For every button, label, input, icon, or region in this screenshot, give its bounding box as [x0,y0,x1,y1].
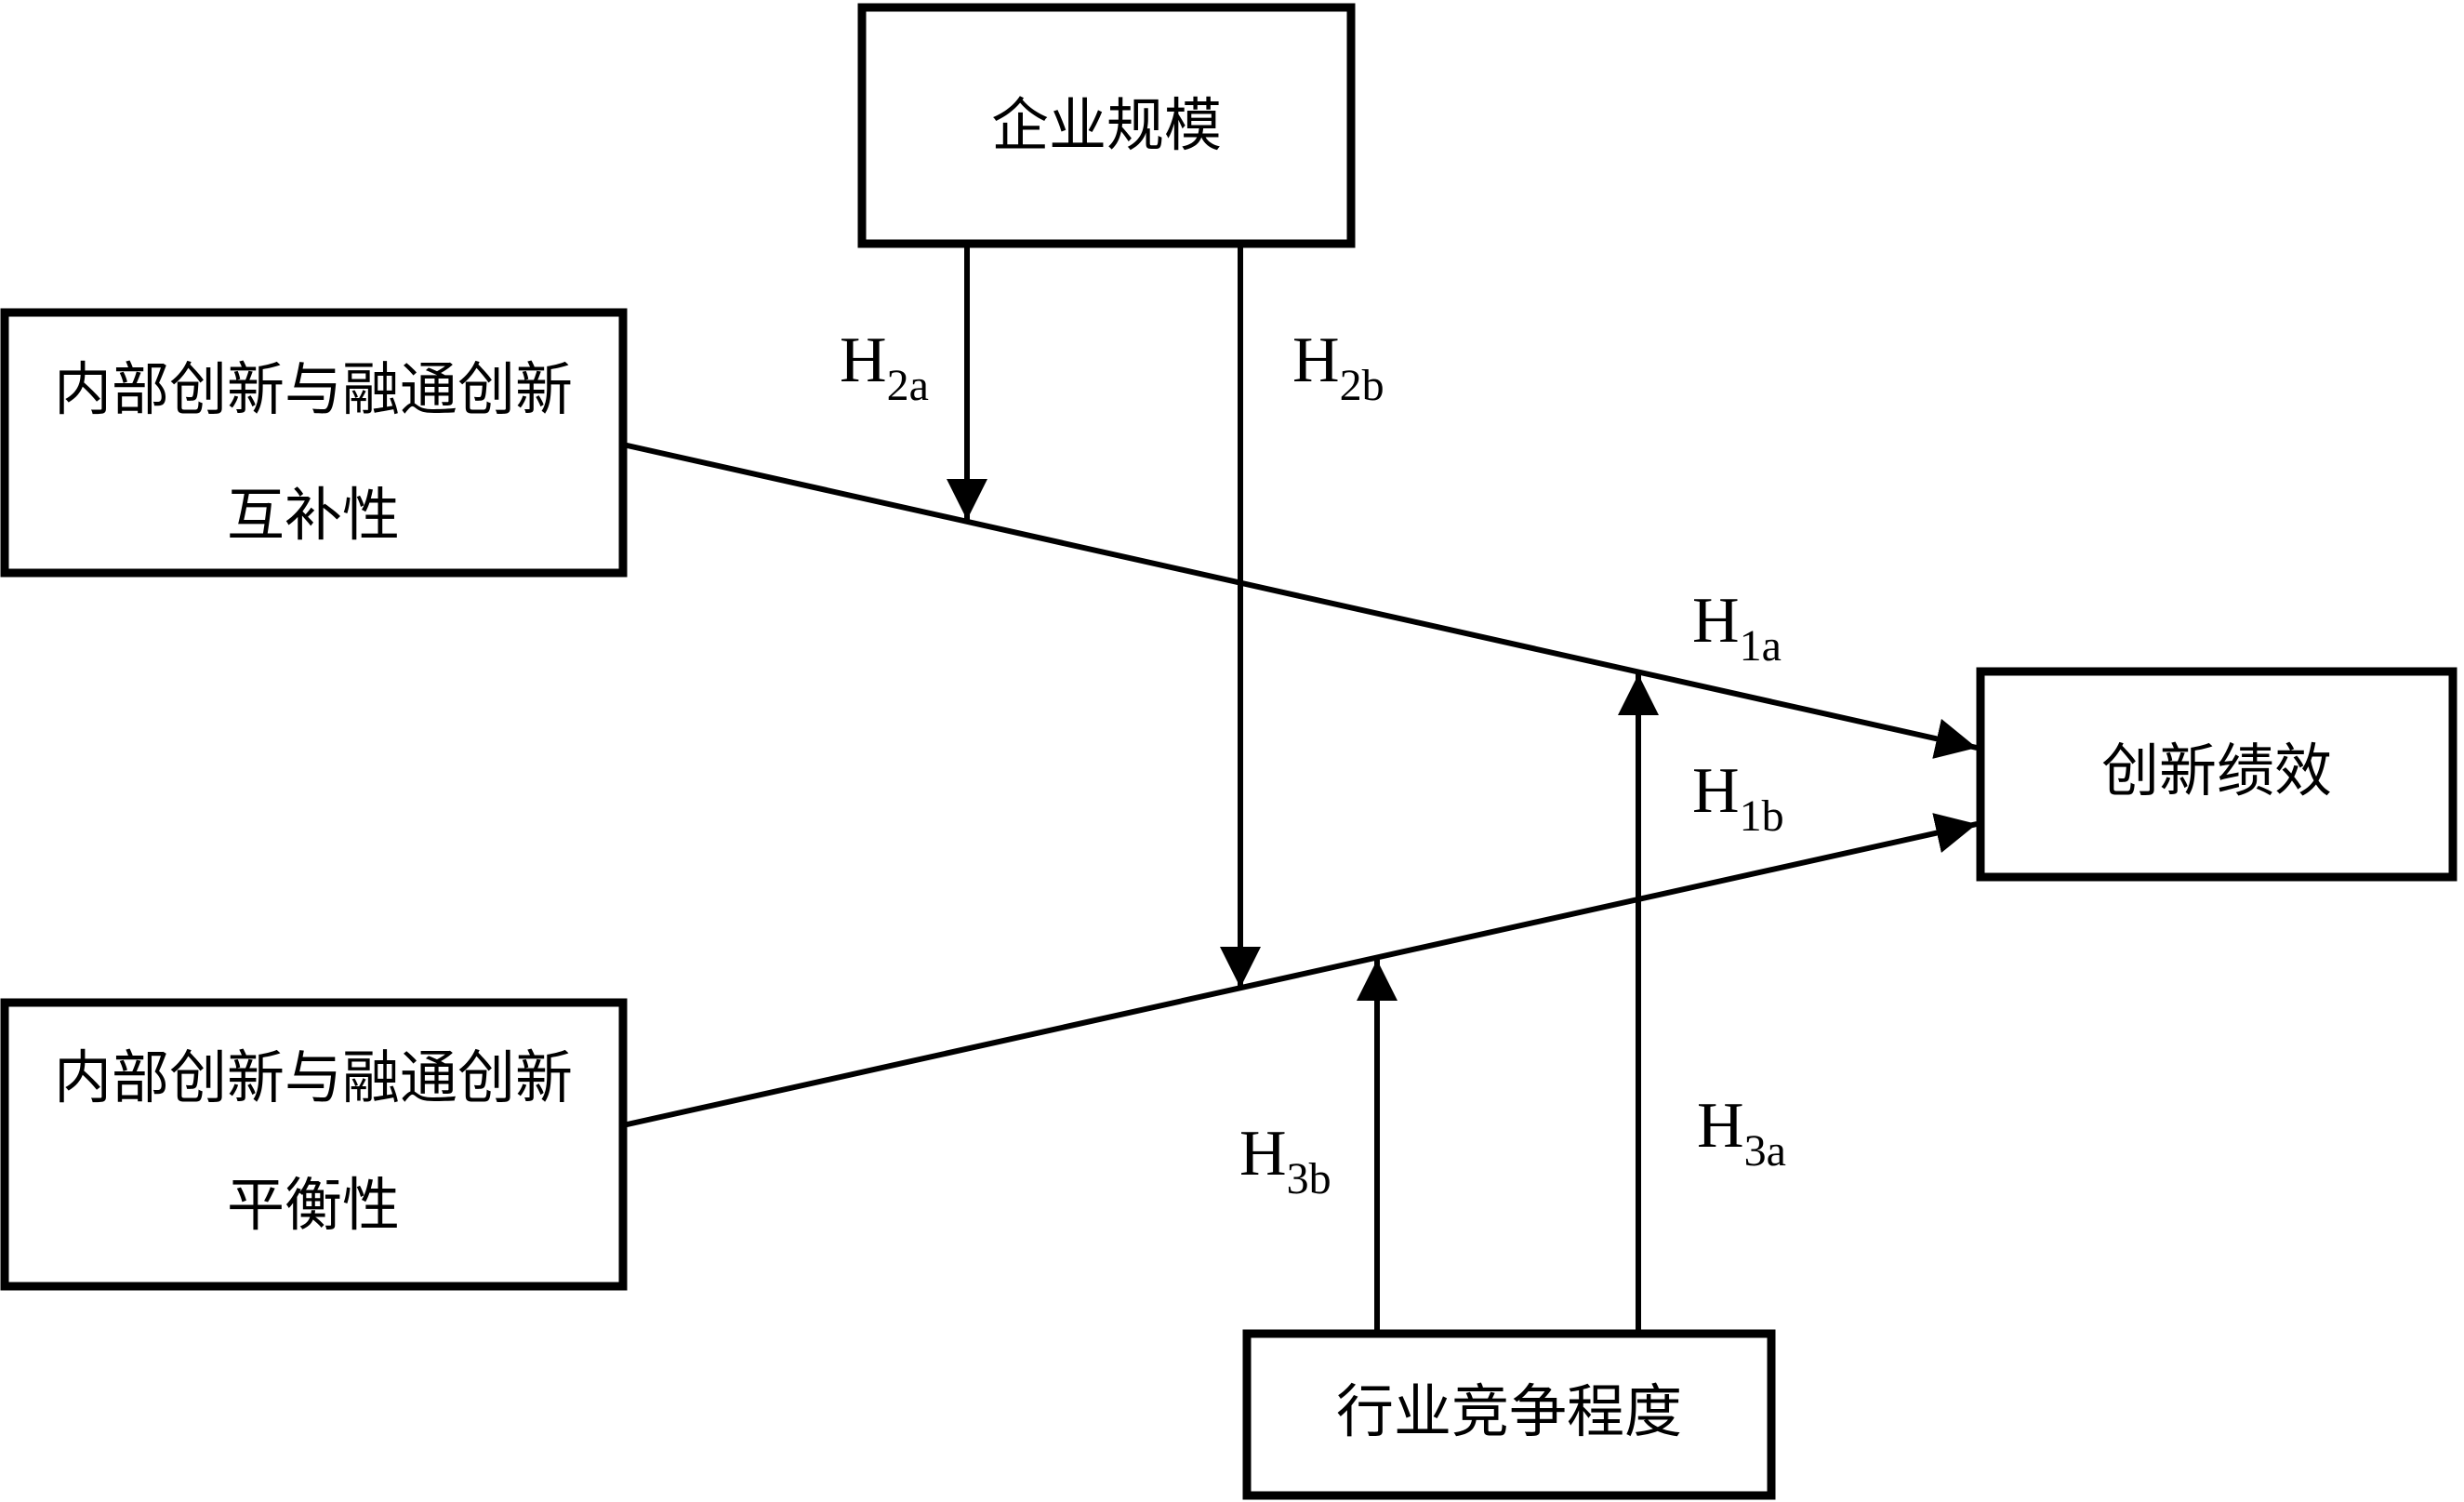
h3a-label: H3a [1697,1090,1786,1176]
arrow-h1b-path [622,813,1978,1128]
h2b-label: H2b [1292,325,1384,410]
h1a-main: H [1692,585,1740,657]
complementarity-label-line1: 内部创新与融通创新 [54,359,573,422]
h2a-label: H2a [840,325,929,410]
h2a-main: H [840,325,887,396]
h3a-main: H [1697,1090,1744,1162]
firm-size-label: 企业规模 [991,95,1222,158]
h3a-subscript: 3a [1744,1126,1786,1176]
box-innovation-performance [1976,667,2457,882]
h2a-subscript: 2a [887,361,929,410]
box-industry-competition [1242,1329,1776,1500]
h3b-subscript: 3b [1287,1154,1331,1203]
box-complementarity [0,308,628,578]
h2b-main: H [1292,325,1340,396]
balance-label-line1: 内部创新与融通创新 [54,1047,573,1110]
innovation-performance-label: 创新绩效 [2101,740,2332,804]
h1b-label: H1b [1692,755,1784,841]
complementarity-label-line2: 互补性 [227,485,400,548]
h1a-subscript: 1a [1740,621,1782,671]
balance-label-line2: 平衡性 [227,1175,400,1238]
h1b-main: H [1692,755,1740,827]
h3b-main: H [1239,1118,1287,1190]
box-firm-size [857,3,1356,248]
h1a-label: H1a [1692,585,1782,671]
arrow-h1a-path [622,442,1978,759]
h2b-subscript: 2b [1340,361,1384,410]
h1b-subscript: 1b [1740,791,1784,841]
h3b-label: H3b [1239,1118,1331,1203]
box-balance [0,998,628,1291]
industry-competition-label: 行业竞争程度 [1336,1381,1682,1444]
